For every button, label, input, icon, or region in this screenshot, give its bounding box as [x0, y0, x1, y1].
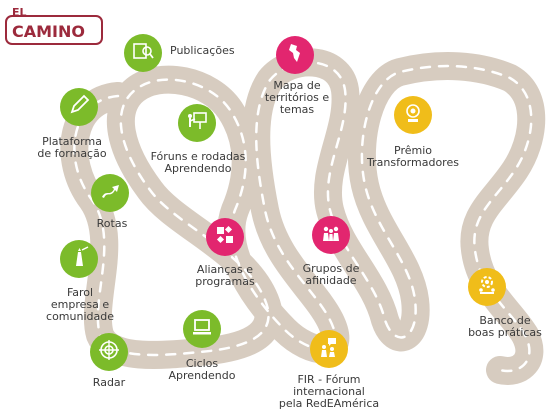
- people-icon: [319, 221, 343, 249]
- grupos-label[interactable]: Grupos de afinidade: [302, 262, 360, 287]
- route-icon: [98, 179, 122, 207]
- foruns-node[interactable]: [178, 104, 216, 142]
- logo-text-top: EL: [12, 6, 27, 19]
- gear-people-icon: [475, 273, 499, 301]
- foruns-label[interactable]: Fóruns e rodadas Aprendendo: [150, 150, 246, 175]
- radar-label[interactable]: Radar: [92, 376, 126, 389]
- rotas-label[interactable]: Rotas: [96, 217, 128, 230]
- map-icon: [283, 41, 307, 69]
- premio-label[interactable]: Prêmio Transformadores: [367, 144, 459, 169]
- radar-node[interactable]: [90, 333, 128, 371]
- aliancas-node[interactable]: [206, 218, 244, 256]
- el-camino-logo[interactable]: EL CAMINO: [4, 6, 104, 46]
- grupos-node[interactable]: [312, 216, 350, 254]
- presentation-icon: [185, 109, 209, 137]
- trophy-icon: [401, 101, 425, 129]
- farol-label[interactable]: Farol empresa e comunidade: [46, 286, 114, 323]
- logo-text-main: CAMINO: [12, 22, 85, 41]
- plataforma-node[interactable]: [60, 88, 98, 126]
- aliancas-label[interactable]: Alianças e programas: [195, 263, 255, 288]
- rotas-node[interactable]: [91, 174, 129, 212]
- ciclos-node[interactable]: [183, 310, 221, 348]
- lighthouse-icon: [67, 245, 91, 273]
- dialog-people-icon: [317, 335, 341, 363]
- ciclos-label[interactable]: Ciclos Aprendendo: [168, 357, 236, 382]
- puzzle-icon: [213, 223, 237, 251]
- radar-icon: [97, 338, 121, 366]
- laptop-icon: [190, 315, 214, 343]
- mapa-node[interactable]: [276, 36, 314, 74]
- fir-label[interactable]: FIR - Fórum internacional pela RedEAméri…: [278, 373, 380, 410]
- farol-node[interactable]: [60, 240, 98, 278]
- publicacoes-label[interactable]: Publicações: [170, 44, 235, 57]
- premio-node[interactable]: [394, 96, 432, 134]
- plataforma-label[interactable]: Plataforma de formação: [37, 135, 107, 160]
- publicacoes-node[interactable]: [124, 34, 162, 72]
- mapa-label[interactable]: Mapa de territórios e temas: [264, 79, 330, 116]
- pencil-icon: [67, 93, 91, 121]
- fir-node[interactable]: [310, 330, 348, 368]
- banco-node[interactable]: [468, 268, 506, 306]
- banco-label[interactable]: Banco de boas práticas: [468, 314, 542, 339]
- search-book-icon: [131, 39, 155, 67]
